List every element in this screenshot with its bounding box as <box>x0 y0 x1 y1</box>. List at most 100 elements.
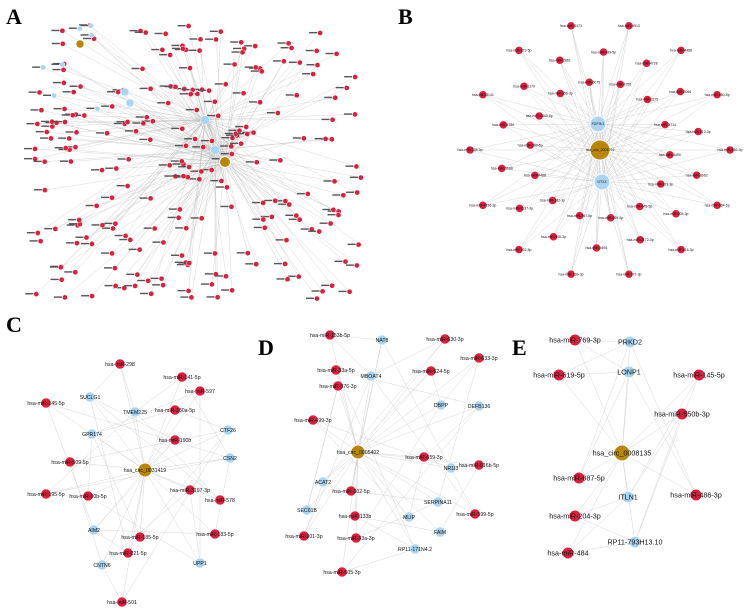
panel-a-mirna-node <box>61 106 68 112</box>
panel-a-tiny-label <box>68 223 77 225</box>
panel-a-mirna-node <box>260 200 266 206</box>
panel-a-mirna-node-circle <box>354 262 360 269</box>
network-edge <box>93 439 176 531</box>
panel-a-tiny-label <box>285 94 294 96</box>
panel-a-tiny-label <box>170 160 179 162</box>
panel-a-gene-hub <box>200 115 210 125</box>
panel-b-gene-node-circle <box>589 115 607 133</box>
panel-e-mirna-node-circle <box>692 368 706 382</box>
panel-a-mirna-node-circle <box>183 225 190 232</box>
panel-a-mirna-node-circle <box>354 189 361 196</box>
panel-a-tiny-label <box>26 122 35 125</box>
panel-a-mirna-node-circle <box>253 261 260 267</box>
panel-d-gene-node: NAT8 <box>376 334 389 346</box>
panel-b-mirna-node: hsa-miR-569-3p <box>717 145 743 155</box>
panel-c-circ-node-label: hsa_circ_0031419 <box>124 468 167 474</box>
network-edge <box>597 94 718 125</box>
panel-b-mirna-node-label: hsa-miR-4736-3p <box>469 204 496 208</box>
panel-d-mirna-node-label: hsa-miR-630-3p <box>426 337 463 343</box>
panel-a-tiny-label <box>52 81 61 84</box>
panel-a-tiny-label <box>214 275 223 277</box>
panel-a-mirna-node-circle <box>257 99 263 106</box>
panel-a-mirna-node <box>331 178 338 185</box>
panel-a-tiny-label <box>252 201 261 204</box>
panel-a-mirna-node-circle <box>162 30 169 37</box>
panel-e-gene-node: RP11-793H13.10 <box>607 535 663 549</box>
panel-a-tiny-label <box>198 89 207 92</box>
panel-d-mirna-node-circle <box>425 365 437 377</box>
panel-a-mirna-node-circle <box>34 121 41 127</box>
panel-a-tiny-label <box>29 240 38 242</box>
panel-a-mirna-node <box>317 30 323 36</box>
network-edge <box>87 495 201 564</box>
network-edge <box>355 404 442 539</box>
panel-e-gene-node: ITLN1 <box>618 490 638 504</box>
panel-e-mirna-node: hsa-miR-887-5p <box>553 471 605 485</box>
panel-a-tiny-label <box>139 197 148 199</box>
panel-a-tiny-label <box>288 218 297 221</box>
panel-a-tiny-label <box>134 31 143 33</box>
panel-b-mirna-node-label: hsa-miR-8066 <box>669 90 691 94</box>
panel-a-tiny-label <box>244 45 253 47</box>
panel-a-tiny-label <box>139 138 148 141</box>
panel-a-mirna-node <box>165 100 172 106</box>
network-edge <box>634 374 700 543</box>
network-edge <box>621 413 683 454</box>
panel-a-gene-node-circle <box>88 32 95 39</box>
panel-a-tiny-label <box>188 49 197 51</box>
panel-c-mirna-node: hsa-miR-185-5p <box>121 531 159 543</box>
panel-a-tiny-label <box>278 203 287 205</box>
panel-c-mirna-node-circle <box>194 385 206 397</box>
network-edge <box>214 149 286 265</box>
panel-a-tiny-label <box>347 243 356 246</box>
panel-b-mirna-node-label: hsa-miR-323-3p <box>648 182 673 186</box>
panel-c-gene-node: UPP1 <box>193 557 207 569</box>
network-edge <box>518 123 599 250</box>
network-edge <box>503 123 599 126</box>
panel-c-gene-node-circle <box>96 559 108 571</box>
panel-a-mirna-node <box>124 119 131 125</box>
network-edge <box>91 35 226 163</box>
panel-a-mirna-node-circle <box>252 43 259 49</box>
panel-a-mirna-node-circle <box>41 158 48 165</box>
panel-a-mirna-node-circle <box>99 167 105 173</box>
panel-a-tiny-label <box>126 273 135 276</box>
panel-a-mirna-node <box>319 288 326 295</box>
panel-b-mirna-node-circle <box>530 171 540 180</box>
network-edge <box>224 161 358 266</box>
panel-a-mirna-node-circle <box>346 288 353 295</box>
panel-a-tiny-label <box>96 132 105 134</box>
panel-a-circ-hub-circle <box>219 156 231 168</box>
panel-b-mirna-node-circle <box>499 120 508 130</box>
panel-b-mirna-node-label: hsa-miR-3172-3p <box>627 238 654 242</box>
panel-b-mirna-node-circle <box>555 56 565 65</box>
network-edge <box>224 161 344 196</box>
panel-c-mirna-node: hsa-miR-221-5p <box>109 547 147 559</box>
panel-a-mirna-node <box>252 64 259 71</box>
panel-b-mirna-node: hsa-miR-548-3p <box>541 232 566 241</box>
panel-a-mirna-node <box>72 144 79 151</box>
panel-a-gene-node-circle <box>59 61 66 68</box>
panel-a-mirna-node-circle <box>69 112 76 119</box>
network-edge <box>558 371 630 376</box>
panel-a-mirna-node-circle <box>343 85 350 91</box>
panel-b-mirna-node-circle <box>478 201 488 210</box>
panel-a-tiny-label <box>334 260 343 263</box>
panel-a-mirna-node <box>281 58 287 65</box>
panel-d-mirna-node-label: hsa-miR-659-3p <box>405 455 442 461</box>
panel-a-mirna-node <box>193 107 200 113</box>
panel-d-gene-node-label: MBOAT4 <box>361 374 382 380</box>
panel-a-tiny-label <box>79 24 88 27</box>
panel-b-mirna-node: hsa-miR-4450 <box>659 150 681 160</box>
network-edge <box>69 429 229 463</box>
network-edge <box>597 99 648 125</box>
network-edge <box>601 99 648 183</box>
panel-a-mirna-node <box>109 103 116 110</box>
network-edge <box>162 149 216 286</box>
panel-a-mirna-node <box>340 192 347 199</box>
panel-b-mirna-node: hsa-miR-323-3p <box>648 179 673 189</box>
network-edge <box>91 409 176 435</box>
panel-a-mirna-node <box>272 197 279 204</box>
panel-a-mirna-node-circle <box>148 290 155 297</box>
panel-c-mirna-node: hsa-miR-195-5p <box>27 488 65 500</box>
